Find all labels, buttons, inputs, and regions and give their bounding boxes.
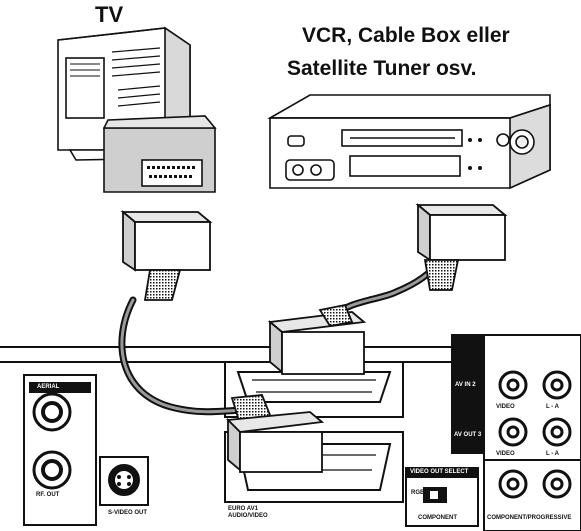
vcr-label-line-2: Satellite Tuner osv. [287, 57, 477, 80]
av-out-3-label: AV OUT 3 [454, 432, 482, 438]
euro-av1-sub-label: AUDIO/VIDEO [228, 513, 268, 519]
scart-plug-vcr [415, 203, 508, 291]
scart-plug-tv [120, 210, 213, 301]
vcr-label-line-1: VCR, Cable Box eller [302, 24, 510, 47]
video-out-select-label: VIDEO OUT SELECT [410, 469, 469, 475]
rgb-label: RGB [411, 490, 425, 496]
scart-plug-recorder-upper [267, 303, 367, 375]
video-jack-2-label: VIDEO [496, 451, 515, 457]
audio-l-jack-1-label: L - A [546, 404, 559, 410]
component-label: COMPONENT [418, 515, 457, 521]
component-progressive-label: COMPONENT/PROGRESSIVE [487, 515, 572, 521]
video-jack-1-label: VIDEO [496, 404, 515, 410]
av-in-2-label: AV IN 2 [455, 382, 476, 388]
aerial-label: AERIAL [37, 384, 60, 390]
scart-plug-recorder-lower [226, 394, 325, 473]
euro-av1-label: EURO AV1 [228, 506, 259, 512]
scart-cable-tv [118, 296, 252, 416]
tv-illustration [57, 26, 217, 193]
s-video-out-label: S-VIDEO OUT [108, 510, 148, 516]
rf-out-label: RF. OUT [36, 492, 60, 498]
tv-label: TV [95, 2, 124, 27]
vcr-illustration [267, 94, 551, 190]
audio-l-jack-2-label: L - A [546, 451, 559, 457]
